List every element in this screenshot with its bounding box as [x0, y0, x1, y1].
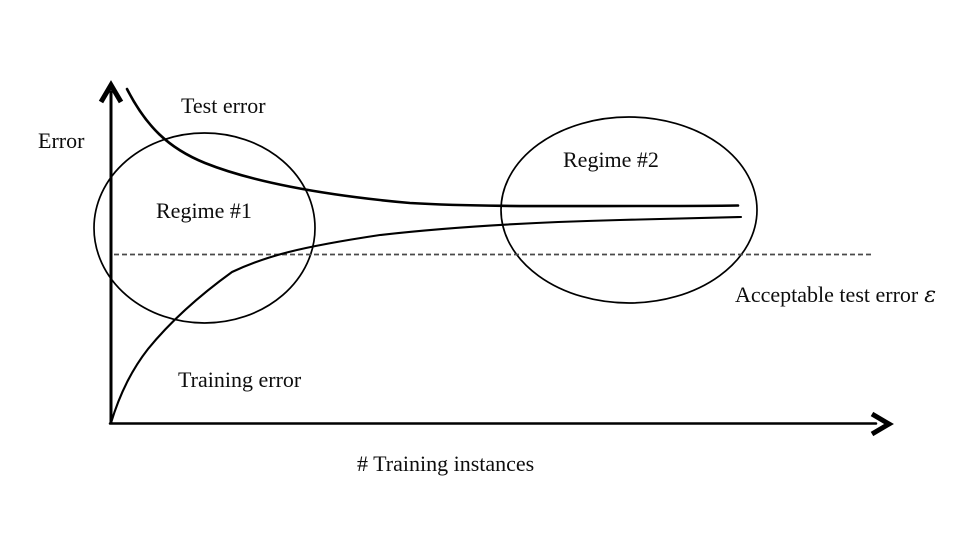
- training-error-label: Training error: [178, 367, 302, 392]
- test-error-curve: [125, 87, 740, 208]
- regime-2-label: Regime #2: [563, 147, 659, 172]
- x-axis-arrow-icon: [870, 411, 894, 437]
- training-error-curve: [109, 215, 743, 425]
- test-error-label: Test error: [181, 93, 266, 118]
- y-axis-arrow-icon: [98, 80, 124, 104]
- y-axis-label: Error: [38, 128, 85, 153]
- x-axis-label: # Training instances: [357, 451, 534, 476]
- acceptable-error-text: Acceptable test error: [735, 282, 919, 307]
- regime-1-label: Regime #1: [156, 198, 252, 223]
- regime-2-ellipse: [500, 116, 758, 304]
- epsilon-symbol: ε: [924, 283, 936, 308]
- regime-1-ellipse: [93, 132, 316, 324]
